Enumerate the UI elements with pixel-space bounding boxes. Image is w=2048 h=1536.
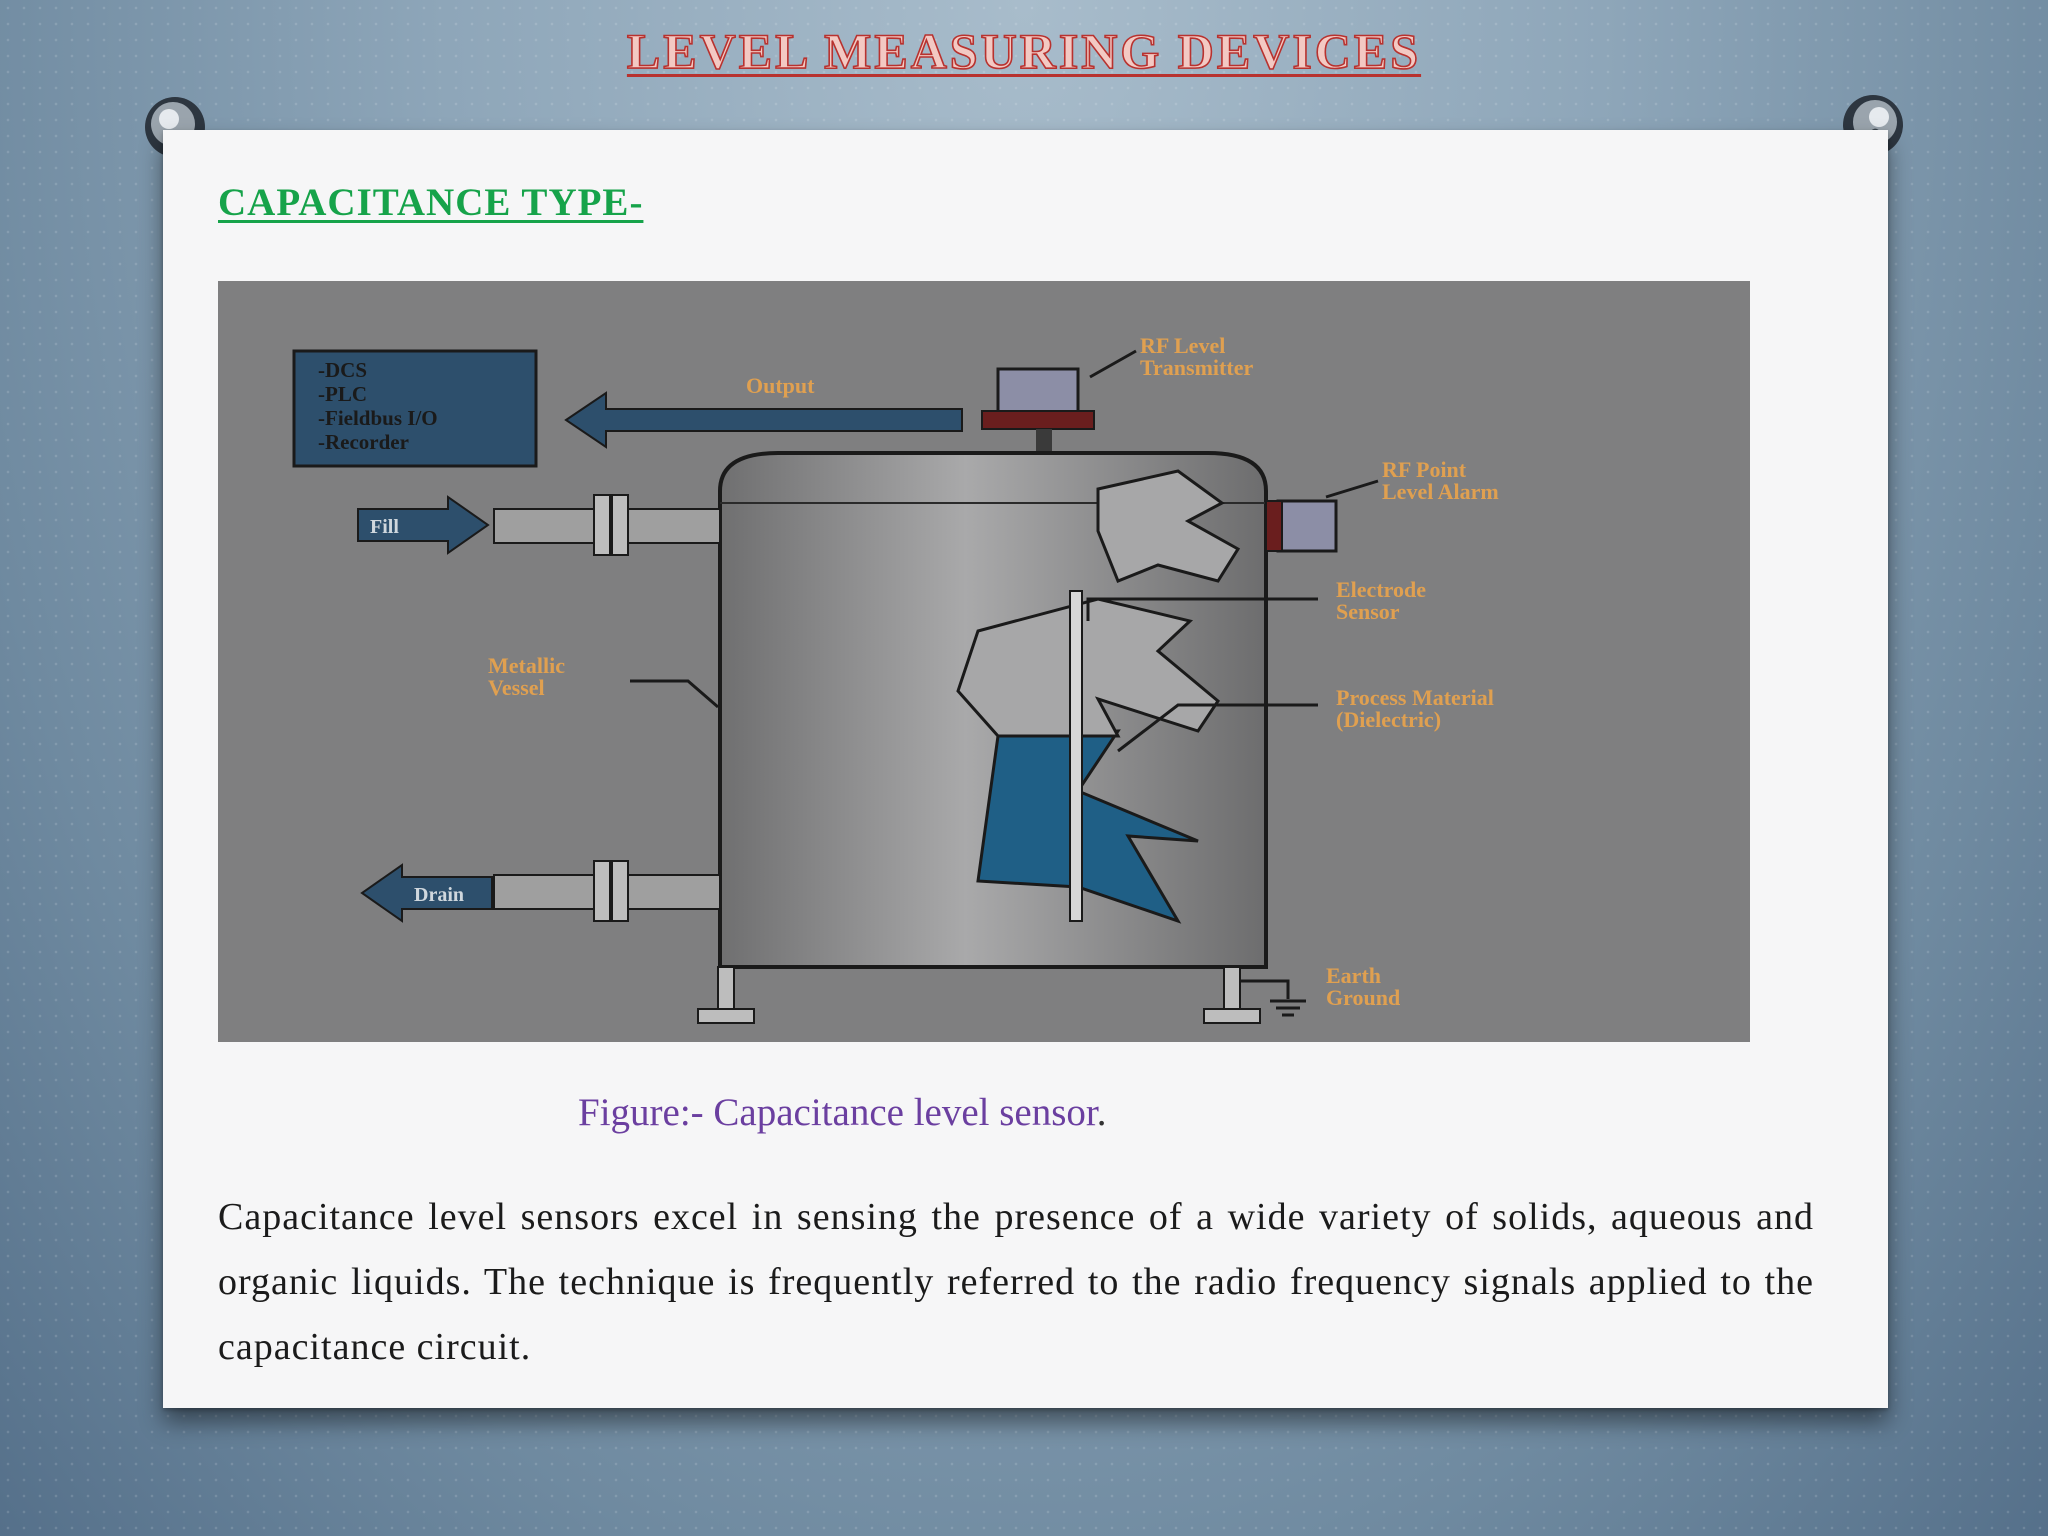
output-arrow (564, 391, 963, 449)
rf-level-transmitter-label-2: Transmitter (1140, 355, 1253, 380)
drain-label: Drain (414, 884, 464, 906)
alarm-mount (1265, 500, 1283, 552)
figure-caption: Figure:- Capacitance level sensor. (578, 1090, 1106, 1135)
rf-level-transmitter-label-1: RF Level (1140, 333, 1225, 358)
rf-point-alarm-label-2: Level Alarm (1382, 479, 1499, 504)
earth-ground-label-1: Earth (1326, 963, 1381, 988)
electrode-leader (1086, 597, 1318, 621)
diagram-canvas: -DCS -PLC -Fieldbus I/O -Recorder Output… (292, 333, 1499, 1024)
fill-flange-b (611, 494, 629, 556)
output-label: Output (746, 373, 815, 398)
ground-wire (1240, 979, 1290, 999)
drain-flange-a (593, 860, 611, 922)
svg-text:Process Material (Dielec: Process Material (Dielectric) (1336, 685, 1499, 732)
svg-text:Electrode Sensor: Electrode Sensor (1336, 577, 1432, 624)
electrode-rod (1069, 590, 1083, 922)
rf-point-level-alarm (1276, 499, 1338, 553)
upper-cutaway (1096, 469, 1241, 583)
figure-caption-period: . (1096, 1091, 1107, 1134)
earth-ground-icon (1270, 999, 1306, 1017)
svg-text:Earth Ground: Earth Ground (1326, 963, 1400, 1010)
control-item-plc: -PLC (318, 382, 367, 406)
vessel-leg-right (1223, 966, 1241, 1014)
control-item-fieldbus: -Fieldbus I/O (318, 406, 438, 430)
fill-label: Fill (370, 516, 399, 538)
control-system-box (292, 349, 538, 468)
vessel-foot-right (1203, 1008, 1261, 1024)
drain-flange-b (611, 860, 629, 922)
vessel-foot-left (697, 1008, 755, 1024)
metallic-vessel-label-1: Metallic (488, 653, 565, 678)
svg-text:RF Level Transmitter: RF Level Transmitter (1140, 333, 1253, 380)
vessel-leader (630, 679, 719, 709)
rf-level-transmitter (996, 367, 1080, 417)
capacitance-sensor-diagram: -DCS -PLC -Fieldbus I/O -Recorder Output… (218, 281, 1750, 1042)
electrode-sensor-label-1: Electrode (1336, 577, 1426, 602)
process-material-label-1: Process Material (1336, 685, 1494, 710)
rf-point-alarm-label-1: RF Point (1382, 457, 1467, 482)
section-heading: CAPACITANCE TYPE- (218, 181, 644, 224)
fill-flange-a (593, 494, 611, 556)
drain-arrow (360, 863, 493, 923)
svg-text:RF Point Level Alarm: RF Point Level Alarm (1382, 457, 1499, 504)
control-item-recorder: -Recorder (318, 430, 409, 454)
process-material (976, 729, 1199, 924)
alarm-leader (1325, 479, 1379, 499)
earth-ground-label-2: Ground (1326, 985, 1400, 1010)
metallic-vessel-label-2: Vessel (488, 675, 545, 700)
slide-title: LEVEL MEASURING DEVICES (626, 22, 1422, 80)
electrode-sensor-label-2: Sensor (1336, 599, 1400, 624)
process-material-leader (1117, 703, 1318, 753)
svg-text:-DCS -PLC -Fieldbu: -DCS -PLC -Fieldbus I/O -Recorder (318, 358, 443, 454)
control-item-dcs: -DCS (318, 358, 367, 382)
transmitter-leader (1089, 349, 1137, 379)
body-paragraph: Capacitance level sensors excel in sensi… (218, 1196, 1814, 1368)
transmitter-base (981, 410, 1095, 430)
vessel-leg-left (717, 966, 735, 1014)
svg-text:Metallic Vessel: Metallic Vessel (488, 653, 570, 700)
figure-caption-text: Figure:- Capacitance level sensor (578, 1091, 1097, 1134)
vapour-cutaway (956, 597, 1220, 738)
fill-arrow (357, 495, 490, 555)
process-material-label-2: (Dielectric) (1336, 707, 1441, 732)
